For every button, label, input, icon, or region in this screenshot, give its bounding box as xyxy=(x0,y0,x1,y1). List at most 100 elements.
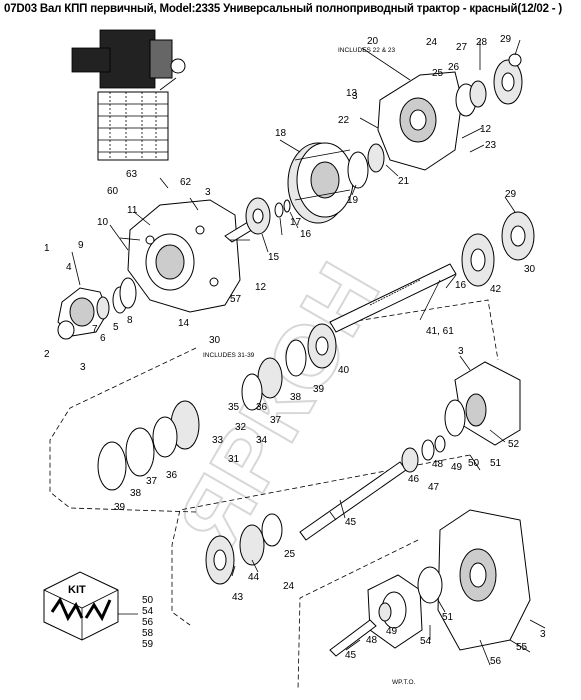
callout-3: 3 xyxy=(80,362,86,373)
gear-43-part xyxy=(205,535,235,585)
kit-part: 58 xyxy=(142,628,154,639)
svg-text:KIT: KIT xyxy=(68,584,86,596)
rear-housing-55-part xyxy=(437,509,531,651)
callout-37: 37 xyxy=(270,415,282,426)
snap-ring-19 xyxy=(347,151,369,189)
group-outline-30 xyxy=(49,347,197,513)
callout-25: 25 xyxy=(432,68,444,79)
callout-47: 47 xyxy=(428,482,440,493)
kit-part: 59 xyxy=(142,639,154,650)
callout-38: 38 xyxy=(290,392,302,403)
callout-5: 5 xyxy=(113,322,119,333)
oring-51 xyxy=(417,566,443,604)
callout-52: 52 xyxy=(508,439,520,450)
group-outline-45 xyxy=(171,454,471,626)
callout-33: 33 xyxy=(212,435,224,446)
bearing-21 xyxy=(367,143,385,173)
callout-38: 38 xyxy=(130,488,142,499)
callout-49: 49 xyxy=(451,462,463,473)
callout-3: 3 xyxy=(540,629,546,640)
callout-16: 16 xyxy=(300,229,312,240)
callout-54: 54 xyxy=(420,636,432,647)
shaft-45-lower xyxy=(329,602,392,657)
callout-13: 13 xyxy=(346,88,358,99)
transmission-thumbnail-image xyxy=(71,22,186,167)
synchronizer-rings xyxy=(97,339,307,491)
callout-28: 28 xyxy=(476,37,488,48)
callout-31: 31 xyxy=(228,454,240,465)
seal-rings xyxy=(96,277,137,320)
callout-12: 12 xyxy=(480,124,492,135)
washer-16 xyxy=(274,202,284,218)
callout-51: 51 xyxy=(442,612,454,623)
callout-35: 35 xyxy=(228,402,240,413)
callout-63: 63 xyxy=(126,169,138,180)
upper-gear-set xyxy=(455,53,523,117)
callout-30: 30 xyxy=(209,335,221,346)
callout-17: 17 xyxy=(290,217,302,228)
callout-21: 21 xyxy=(398,176,410,187)
callout-36: 36 xyxy=(256,402,268,413)
leader-lines xyxy=(71,39,546,666)
pto-housing-part xyxy=(444,361,521,446)
gear-30-part xyxy=(501,211,535,261)
main-shaft-part xyxy=(329,263,457,333)
callout-18: 18 xyxy=(275,128,287,139)
gear-42-part xyxy=(461,233,495,287)
callout-3: 3 xyxy=(205,187,211,198)
bearing-46-47 xyxy=(401,435,446,473)
kit-box: KIT xyxy=(43,571,138,641)
callout-51: 51 xyxy=(490,458,502,469)
callout-2: 2 xyxy=(44,349,50,360)
callout-34: 34 xyxy=(256,435,268,446)
callout-14: 14 xyxy=(178,318,190,329)
note-includes-22-23: INCLUDES 22 & 23 xyxy=(338,47,395,54)
callout-39: 39 xyxy=(114,502,126,513)
callout-44: 44 xyxy=(248,572,260,583)
callout-62: 62 xyxy=(180,177,192,188)
callout-29: 29 xyxy=(505,189,517,200)
callout-4: 4 xyxy=(66,262,72,273)
callout-43: 43 xyxy=(232,592,244,603)
group-outline-55 xyxy=(297,539,419,691)
callout-19: 19 xyxy=(347,195,359,206)
callout-48: 48 xyxy=(432,459,444,470)
callout-10: 10 xyxy=(97,217,109,228)
callout-49: 49 xyxy=(386,626,398,637)
callout-8: 8 xyxy=(127,315,133,326)
callout-27: 27 xyxy=(456,42,468,53)
clutch-pack-part xyxy=(287,142,354,224)
callout-55: 55 xyxy=(516,642,528,653)
callout-3: 3 xyxy=(352,91,358,102)
callout-29: 29 xyxy=(500,34,512,45)
callout-23: 23 xyxy=(485,140,497,151)
callout-56: 56 xyxy=(490,656,502,667)
callout-12: 12 xyxy=(255,282,267,293)
footer-code: WP.T.O. xyxy=(392,679,416,686)
callout-32: 32 xyxy=(235,422,247,433)
bearing-44-25 xyxy=(239,513,283,566)
callout-11: 11 xyxy=(127,205,138,216)
washer-17 xyxy=(283,199,291,213)
group-outline-41 xyxy=(349,299,499,361)
callout-42: 42 xyxy=(490,284,502,295)
callout-45: 45 xyxy=(345,517,357,528)
callout-24: 24 xyxy=(426,37,438,48)
callout-50: 50 xyxy=(468,458,480,469)
gear-40-part xyxy=(307,323,337,369)
flange-part xyxy=(57,287,109,340)
callout-26: 26 xyxy=(448,62,460,73)
lower-shaft-part xyxy=(299,461,407,541)
callout-57: 57 xyxy=(230,294,242,305)
callout-46: 46 xyxy=(408,474,420,485)
front-housing-part xyxy=(127,199,241,313)
note-includes-31-39: INCLUDES 31-39 xyxy=(203,352,255,359)
callout-9: 9 xyxy=(78,240,84,251)
callout-40: 40 xyxy=(338,365,350,376)
callout-25: 25 xyxy=(284,549,296,560)
callout-24: 24 xyxy=(283,581,295,592)
callout-15: 15 xyxy=(268,252,280,263)
callout-6: 6 xyxy=(100,333,106,344)
callout-45: 45 xyxy=(345,650,357,661)
